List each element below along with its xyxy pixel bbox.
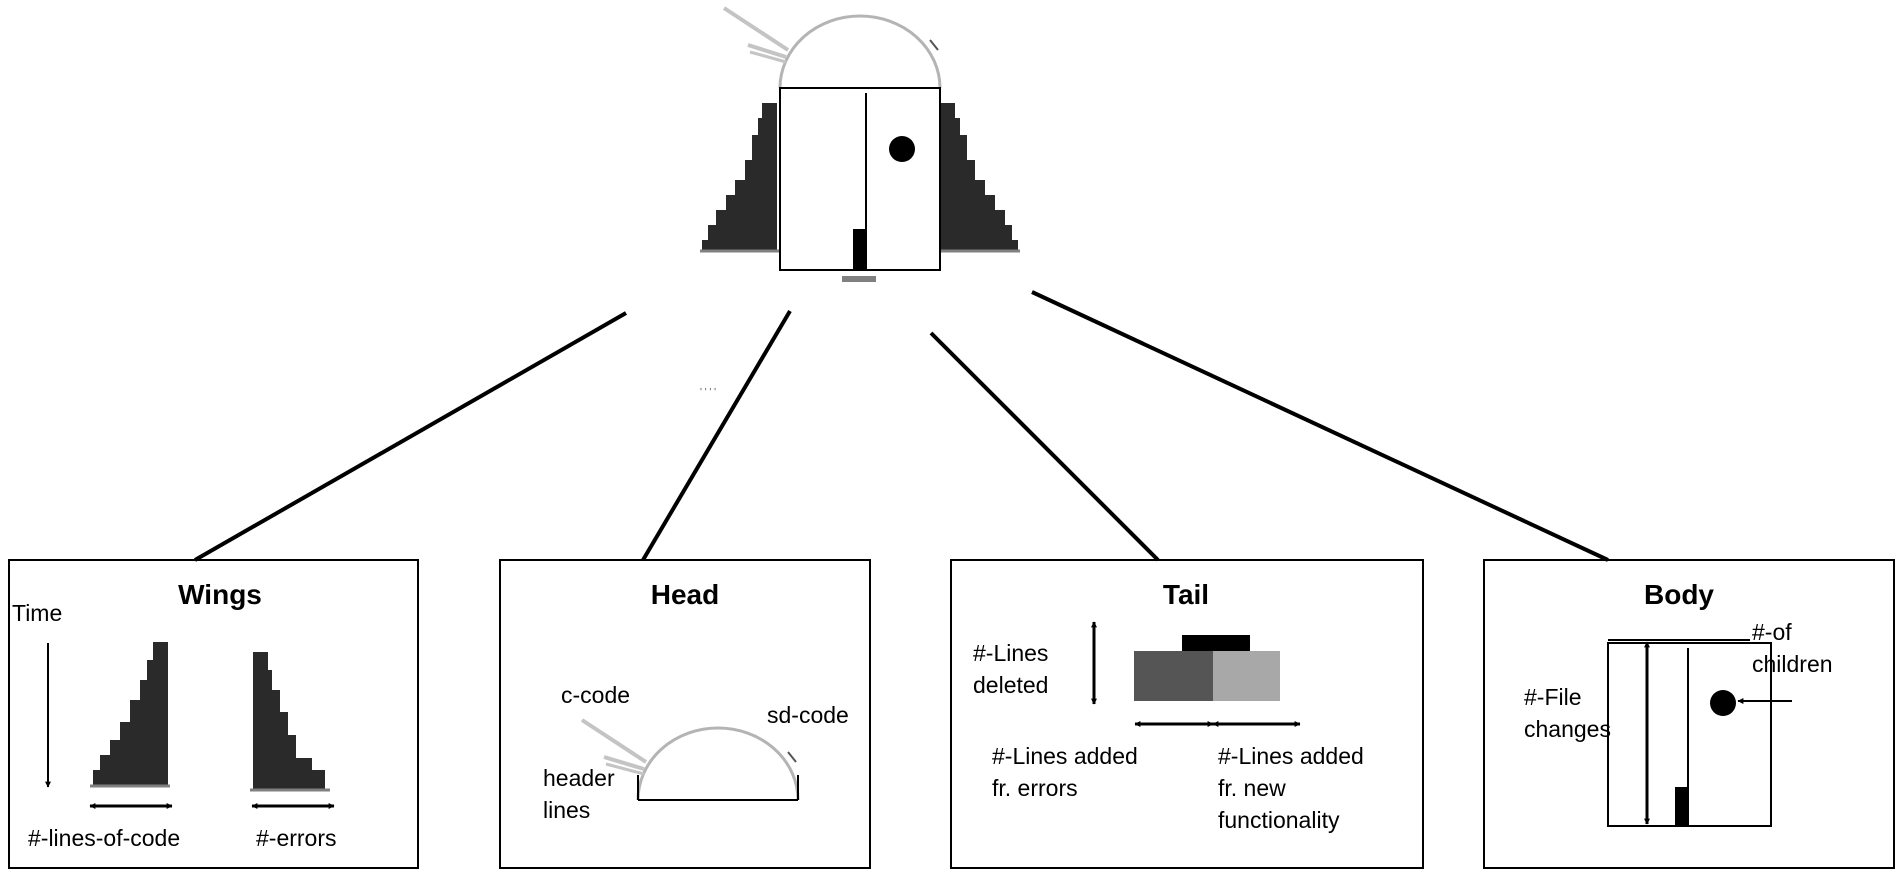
head-arc [636,726,800,801]
tail-errors-block [1134,651,1213,701]
composite-glyph: ' ' ' ' [700,6,1020,398]
tail-title: Tail [1163,579,1209,610]
tail-functionality-block [1213,651,1280,701]
top-head-hair [929,39,939,51]
head-panel: Head c-code sd-code header lines [499,559,871,869]
header-label-1: header [543,765,615,791]
top-body-bar [853,229,867,270]
connector-body [1031,290,1609,562]
head-panel-frame [499,559,871,869]
children-label-1: #-of [1752,619,1792,645]
connector-wings [194,311,627,562]
functionality-label-3: functionality [1218,807,1340,833]
top-body-dot [889,136,915,162]
body-title: Body [1644,579,1714,610]
top-head-arc [778,14,942,89]
functionality-label-2: fr. new [1218,775,1286,801]
head-hair [787,751,797,763]
tail-panel-frame [950,559,1424,869]
body-bar [1675,787,1689,826]
wings-panel-frame [8,559,419,869]
errors-wing-shape [253,652,325,790]
stray-marks: ' ' ' ' [700,387,716,398]
connector-head [641,309,792,562]
header-label-2: lines [543,797,590,823]
right-wing-shape [940,103,1018,252]
file-changes-label-1: #-File [1524,684,1582,710]
left-wing-shape [702,103,777,252]
head-feather-3 [605,762,645,776]
body-dot [1710,690,1736,716]
errors-label-tail-1: #-Lines added [992,743,1138,769]
loc-label: #-lines-of-code [28,825,180,851]
top-tail-mini [842,276,876,282]
errors-label-tail-2: fr. errors [992,775,1078,801]
wings-title: Wings [178,579,262,610]
deleted-label-2: deleted [973,672,1048,698]
head-title: Head [651,579,719,610]
time-label: Time [12,600,62,626]
loc-wing-shape [93,642,168,786]
functionality-label-1: #-Lines added [1218,743,1364,769]
deleted-label-1: #-Lines [973,640,1048,666]
head-feather-2 [603,755,645,771]
children-label-2: children [1752,651,1833,677]
errors-label: #-errors [256,825,337,851]
top-feather-1 [722,6,790,52]
tail-deleted-bar [1182,635,1250,651]
connector-lines [194,290,1609,562]
top-feather-3 [749,50,787,64]
top-feather-2 [747,43,787,59]
tail-panel: Tail #-Lines deleted #-Lines added fr. e… [950,559,1424,869]
sd-code-label: sd-code [767,702,849,728]
body-panel-frame [1483,559,1895,869]
wings-panel: Wings Time #-lines-of-code #-errors [8,559,419,869]
head-feather-1 [580,718,648,764]
c-code-label: c-code [561,682,630,708]
body-panel: Body #-of children #-File changes [1483,559,1895,869]
connector-tail [929,331,1160,562]
body-box [1607,642,1772,827]
file-changes-label-2: changes [1524,716,1611,742]
